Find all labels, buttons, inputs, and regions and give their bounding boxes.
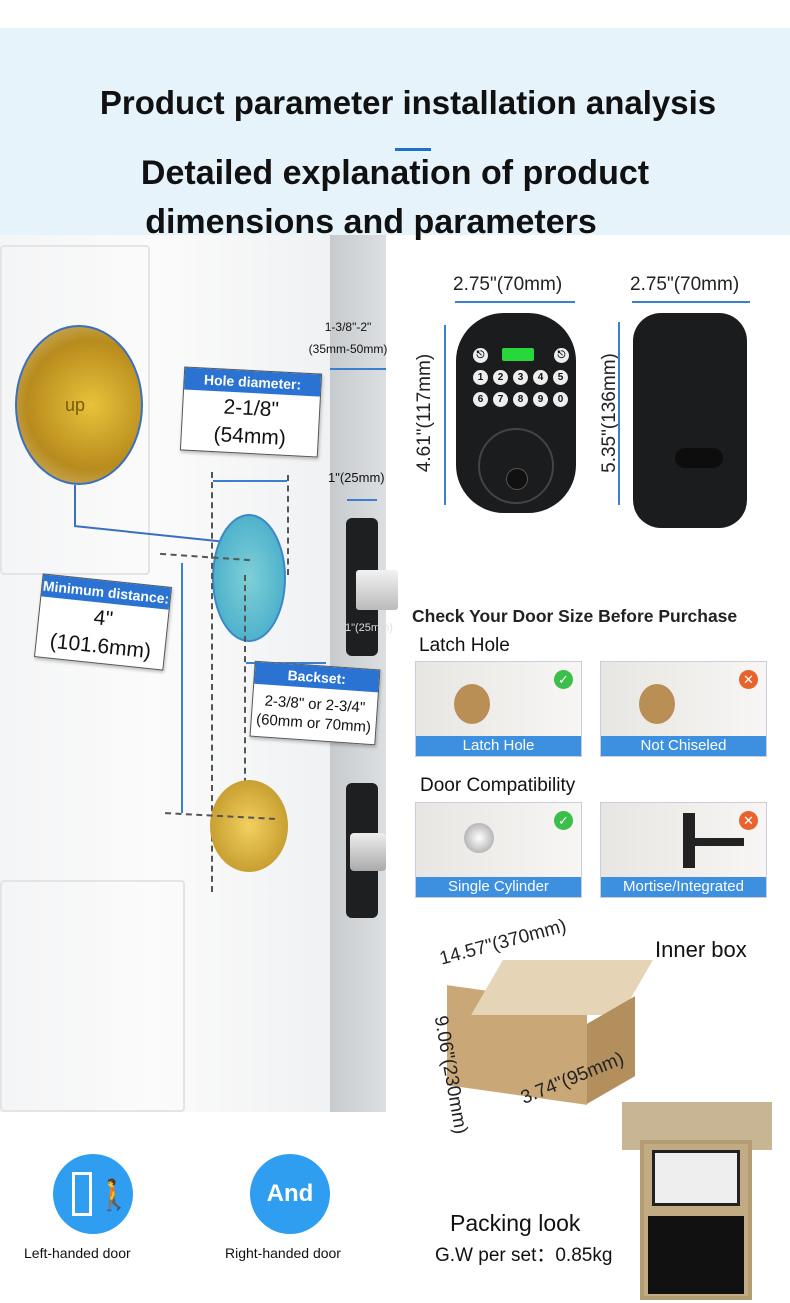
battery-indicator-icon: [502, 348, 534, 361]
back-width-label: 2.75"(70mm): [630, 274, 740, 295]
strike-hole: [210, 780, 288, 872]
hole-diameter-mm: (54mm): [212, 423, 287, 450]
left-handed-label: Left-handed door: [24, 1245, 131, 1261]
minimum-distance-label: Minimum distance: 4" (101.6mm): [33, 573, 173, 671]
latch-card-ok: ✓ Latch Hole: [415, 661, 582, 757]
manual-image: [652, 1150, 740, 1206]
mortise-handle: [689, 838, 744, 846]
minimum-distance-arrow: [181, 563, 183, 813]
keypad-key: 7: [493, 392, 508, 407]
latch-width-arrow: [347, 499, 377, 501]
latch-up-mark: up: [65, 395, 86, 415]
left-handed-door-icon: 🚶: [53, 1154, 133, 1234]
subtitle-line-2: dimensions and parameters: [145, 203, 597, 241]
lock-back-thumbturn: [633, 313, 747, 528]
compat-card-caption: Single Cylinder: [416, 877, 581, 897]
right-handed-label: Right-handed door: [225, 1245, 341, 1261]
compat-title: Door Compatibility: [420, 775, 576, 796]
page-title: Product parameter installation analysis: [99, 84, 717, 121]
strike-bolt: [350, 833, 386, 871]
header-band: [0, 28, 790, 235]
cross-icon: ✕: [739, 670, 758, 689]
hole-diameter-label: Hole diameter: 2-1/8" (54mm): [179, 366, 323, 458]
compat-card-caption: Mortise/Integrated: [601, 877, 766, 897]
compat-card-no: ✕ Mortise/Integrated: [600, 802, 767, 898]
subtitle-line-1: Detailed explanation of product: [140, 154, 650, 192]
packing-weight: G.W per set：0.85kg: [435, 1245, 613, 1266]
back-height-arrow: [618, 322, 620, 505]
latch-card-caption: Not Chiseled: [601, 736, 766, 756]
check-icon: ✓: [554, 811, 573, 830]
packing-box-image: [640, 1140, 752, 1300]
keypad-key: 8: [513, 392, 528, 407]
keypad-key: 3: [513, 370, 528, 385]
back-width-arrow: [632, 301, 750, 303]
door-icon: [72, 1172, 92, 1216]
inner-box-title: Inner box: [655, 937, 747, 962]
hole-diameter-arrow: [213, 480, 287, 482]
callout-line: [74, 485, 76, 525]
door-thickness: 1-3/8"-2" (35mm-50mm): [303, 320, 393, 356]
keypad-key: 0: [553, 392, 568, 407]
keypad-key: 1: [473, 370, 488, 385]
front-height-arrow: [444, 325, 446, 505]
door-check-title: Check Your Door Size Before Purchase: [412, 606, 738, 626]
unlock-icon: ⎋: [554, 348, 569, 363]
knob-image: [464, 823, 494, 853]
lock-icon: ⎋: [473, 348, 488, 363]
foam-insert: [648, 1216, 744, 1294]
compat-card-ok: ✓ Single Cylinder: [415, 802, 582, 898]
latch-zoom-circle: up: [15, 325, 143, 485]
keypad-key: 4: [533, 370, 548, 385]
thumbturn: [675, 448, 723, 468]
walking-person-icon: 🚶: [95, 1179, 133, 1212]
keypad-key: 6: [473, 392, 488, 407]
front-width-label: 2.75"(70mm): [453, 274, 563, 295]
front-width-arrow: [455, 301, 575, 303]
latch-hole-image: [639, 684, 675, 724]
latch-bolt: [356, 570, 398, 610]
door-thickness-arrow: [330, 368, 386, 370]
latch-hole-image: [454, 684, 490, 724]
backset-label: Backset: 2-3/8" or 2-3/4" (60mm or 70mm): [249, 660, 381, 746]
guide-line: [244, 575, 246, 865]
keyhole-icon: [506, 468, 528, 490]
door-thickness-in: 1-3/8"-2": [324, 320, 372, 334]
latch-card-no: ✕ Not Chiseled: [600, 661, 767, 757]
latch-card-caption: Latch Hole: [416, 736, 581, 756]
door-thickness-mm: (35mm-50mm): [308, 342, 388, 356]
bore-hole: [212, 514, 286, 642]
guide-line: [287, 475, 289, 575]
guide-line: [211, 472, 213, 892]
cross-icon: ✕: [739, 811, 758, 830]
latch-hole-title: Latch Hole: [419, 635, 510, 656]
packing-title: Packing look: [450, 1210, 581, 1236]
title-divider: [395, 148, 431, 151]
keypad-key: 5: [553, 370, 568, 385]
front-height-label: 4.61"(117mm): [414, 353, 435, 473]
check-icon: ✓: [554, 670, 573, 689]
latch-width: 1"(25mm): [328, 470, 385, 485]
key-cylinder-ring: [478, 428, 554, 504]
door-panel: [0, 880, 185, 1112]
latch-width-2: 1"(25mm): [345, 622, 393, 634]
door-panel: [0, 245, 150, 575]
right-handed-door-icon: And: [250, 1154, 330, 1234]
keypad-key: 9: [533, 392, 548, 407]
keypad-key: 2: [493, 370, 508, 385]
